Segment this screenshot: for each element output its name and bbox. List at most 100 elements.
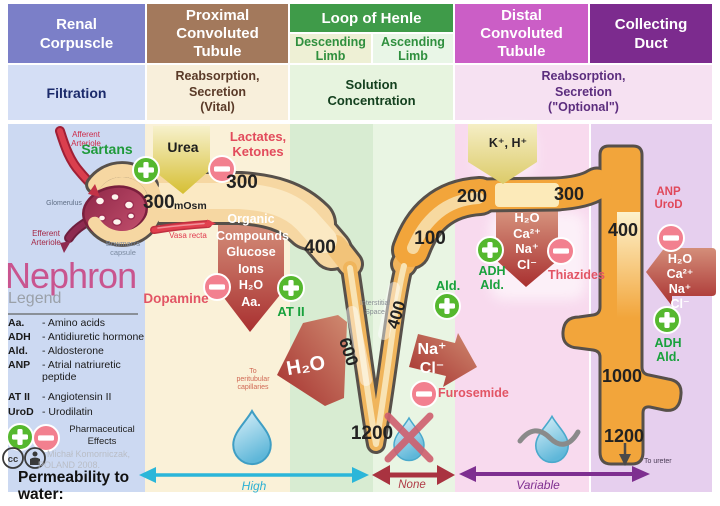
nacl-reabsorption-arrow	[409, 333, 477, 387]
legend-definition: - Aldosterone	[42, 345, 104, 357]
afferent-arrowhead	[88, 184, 100, 197]
plus-icon-legend	[6, 423, 34, 451]
water-drop-variable	[517, 415, 581, 464]
thiazides-label: Thiazides	[548, 268, 605, 282]
efferent-arteriole-label: Efferent Arteriole	[31, 229, 61, 247]
legend-item-at2: AT II- Angiotensin II	[8, 391, 178, 403]
collecting-pump-arrow	[646, 238, 716, 306]
legend-definition: - Antidiuretic hormone	[42, 331, 145, 343]
function-distal-collecting: Reabsorption, Secretion ("Optional")	[455, 65, 712, 120]
vasa-recta-label: Vasa recta	[169, 231, 207, 240]
row-separator	[8, 120, 712, 124]
dopamine-label: Dopamine	[143, 291, 209, 306]
attribution-icon	[24, 447, 46, 469]
distal-band	[495, 183, 559, 207]
furosemide-label: Furosemide	[438, 386, 509, 400]
legend-abbr: Ald.	[8, 345, 28, 357]
to-peritubular-label: To peritubular capillaries	[236, 368, 270, 391]
h2o-reabsorption-arrow	[277, 315, 347, 406]
minus-icon-furosemide	[410, 380, 438, 408]
osm-unit: mOsm	[174, 200, 207, 212]
legend-definition: - Amino acids	[42, 317, 106, 329]
permeability-label: Permeability to water:	[18, 469, 130, 503]
permeability-arrow-variable	[459, 466, 650, 482]
kh-arrow	[468, 124, 537, 184]
minus-icon-anp	[657, 224, 685, 252]
nacl-arrow-text: Na⁺ Cl⁻	[417, 341, 447, 377]
water-drop-none	[384, 412, 434, 463]
cc-icon: cc	[2, 447, 24, 469]
kh-label: K⁺, H⁺	[488, 136, 528, 150]
plus-icon-sartans	[132, 156, 160, 184]
header-ascending-limb: Ascending Limb	[373, 34, 453, 63]
header-loop-of-henle: Loop of Henle	[290, 4, 453, 32]
credit-country: POLAND 2008.	[38, 460, 101, 470]
function-loop: Solution Concentration	[290, 65, 453, 120]
lactates-ketones-label: Lactates, Ketones	[229, 129, 287, 159]
header-distal-tubule: Distal Convoluted Tubule	[455, 4, 588, 63]
permeability-none-label: None	[398, 479, 426, 491]
legend-item-adh: ADH - Antidiuretic hormone	[8, 331, 178, 343]
function-filtration: Filtration	[8, 65, 145, 120]
header-renal-corpuscle: Renal Corpuscle	[8, 4, 145, 63]
legend-item-ald: Ald. - Aldosterone	[8, 345, 178, 357]
legend-abbr: UroD	[8, 406, 34, 418]
conc-100-asc: 100	[414, 228, 446, 249]
legend-item-urod: UroD - Urodilatin	[8, 406, 178, 418]
legend-item-aa: Aa. - Amino acids	[8, 317, 178, 329]
conc-400-duct: 400	[607, 220, 639, 240]
permeability-high-label: High	[241, 479, 267, 493]
permeability-arrow-high	[139, 467, 369, 483]
to-ureter-label: To ureter	[644, 458, 672, 465]
legend-abbr: Aa.	[8, 317, 25, 329]
permeability-variable-label: Variable	[516, 478, 560, 492]
header-collecting-duct: Collecting Duct	[590, 4, 712, 63]
distal-pump-text: H₂O Ca²⁺ Na⁺ Cl⁻	[513, 210, 541, 272]
to-ureter-arrow	[619, 443, 631, 466]
conc-200-distal: 200	[456, 186, 488, 206]
interstitial-space-label: Interstitial Space	[360, 300, 390, 316]
plus-icon-ald	[433, 292, 461, 320]
water-drop-high	[232, 410, 272, 466]
distal-pump-arrow	[496, 202, 558, 287]
vasa-recta	[150, 219, 216, 234]
conc-300-distal: 300	[553, 184, 585, 204]
svg-text:cc: cc	[8, 454, 19, 465]
conc-400-desc: 400	[304, 237, 336, 258]
legend-definition: - Urodilatin	[42, 406, 93, 418]
credit-name: Michał Komorniczak,	[47, 449, 131, 459]
tubule-sheen	[127, 183, 484, 447]
sartans-label: Sartans	[81, 141, 133, 157]
conc-1200-duct: 1200	[603, 426, 645, 446]
legend-abbr: ADH	[8, 331, 31, 343]
permeability-arrow-none	[372, 465, 455, 485]
header-proximal-tubule: Proximal Convoluted Tubule	[147, 4, 288, 63]
header-descending-limb: Descending Limb	[290, 34, 371, 63]
conc-1200-loop: 1200	[350, 423, 394, 444]
function-proximal: Reabsorption, Secretion (Vital)	[147, 65, 288, 120]
conc-300-proximal: 300	[226, 172, 258, 193]
organic-compounds-arrow	[218, 205, 284, 332]
pharmaceutical-effects-label: Pharmaceutical Effects	[69, 424, 135, 447]
conc-1000-duct: 1000	[601, 366, 643, 386]
bowmans-capsule-label: Bowman's capsule	[105, 239, 141, 257]
minus-icon-legend	[32, 424, 60, 452]
collecting-pump-text: H₂O Ca²⁺ Na⁺ Cl⁻	[666, 252, 694, 311]
legend-underline	[8, 313, 138, 315]
urea-label: Urea	[167, 139, 199, 155]
legend-title: Legend	[8, 290, 62, 307]
urea-arrow	[153, 126, 210, 194]
anp-urod-label: ANP UroD	[654, 186, 683, 211]
legend-definition: - Atrial natriuretic peptide	[42, 359, 121, 383]
legend-abbr: ANP	[8, 359, 31, 371]
column-separator-collecting	[589, 124, 591, 492]
osm-300-value: 300	[143, 192, 175, 213]
adh-ald-collecting-label: ADH Ald.	[654, 336, 682, 364]
organic-arrow-text: Organic Compounds Glucose Ions H₂O Aa.	[216, 212, 289, 309]
bowmans-capsule-rim	[88, 164, 163, 244]
glomerulus-label: Glomerulus	[46, 200, 82, 207]
duct-band	[617, 212, 640, 318]
nephron-title: Nephron	[5, 255, 137, 296]
